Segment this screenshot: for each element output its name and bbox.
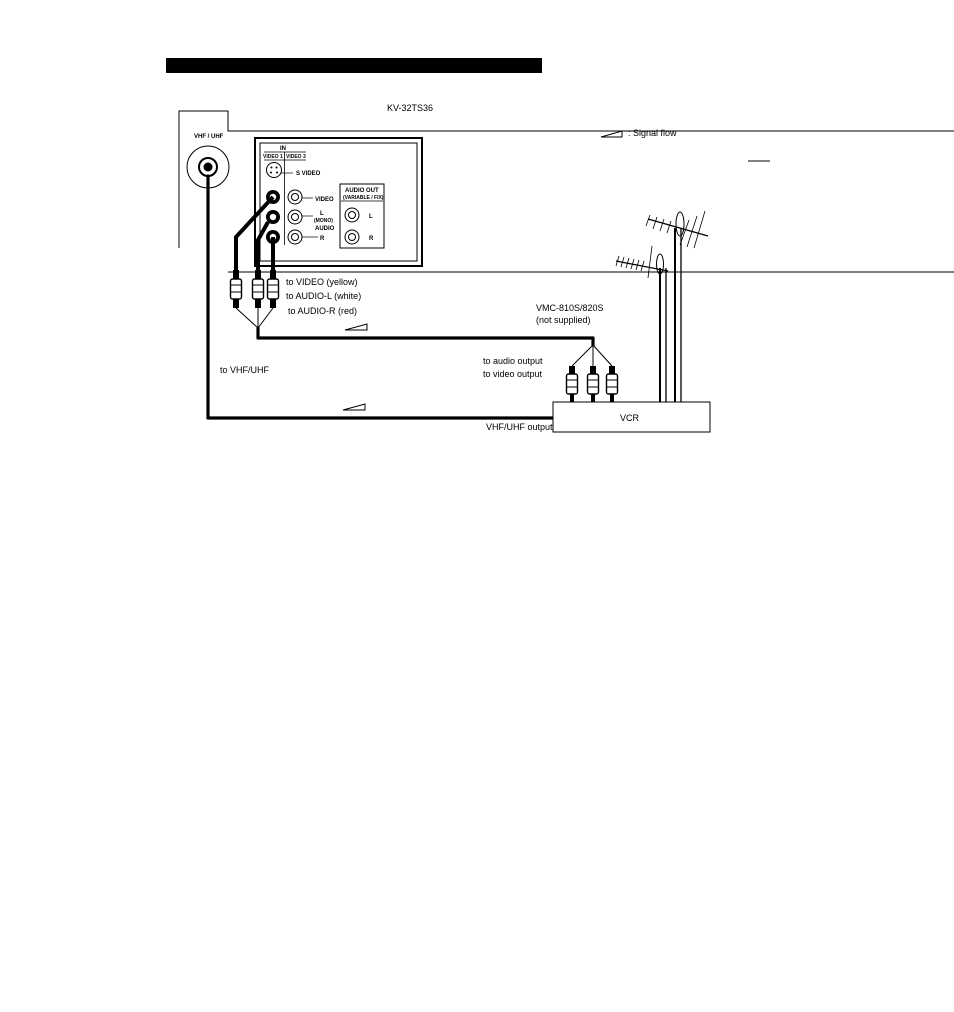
variable-fix-label: (VARIABLE / FIX) xyxy=(343,195,384,201)
vcr-rf-output-label: VHF/UHF output xyxy=(486,422,553,432)
to-vhf-uhf-label: to VHF/UHF xyxy=(220,365,270,375)
signal-flow-arrow-icon xyxy=(343,404,365,410)
s-video-label: S VIDEO xyxy=(296,171,321,177)
video1-audio-l-jack xyxy=(266,210,280,224)
video3-video-jack xyxy=(288,190,302,204)
tv-connector-panel: IN VIDEO 1 VIDEO 3 S VIDEO xyxy=(255,138,422,266)
s-video-jack xyxy=(267,163,282,178)
rca-plug-audio-l xyxy=(253,270,264,308)
vcr-plug-left xyxy=(567,366,578,402)
plug-audio-r-label: to AUDIO-R (red) xyxy=(288,306,357,316)
plug-audio-l-label: to AUDIO-L (white) xyxy=(286,291,361,301)
cable-model-label: VMC-810S/820S xyxy=(536,303,604,313)
vcr-plug-right xyxy=(607,366,618,402)
audio-out-l-label: L xyxy=(369,214,373,220)
video1-header-label: VIDEO 1 xyxy=(263,154,283,160)
vcr-audio-output-label: to audio output xyxy=(483,356,543,366)
signal-flow-arrow-icon xyxy=(345,324,367,330)
audio-jack-label: AUDIO xyxy=(315,226,335,232)
video-jack-label: VIDEO xyxy=(315,197,334,203)
signal-flow-arrow-icon xyxy=(601,131,622,137)
mono-jack-label: (MONO) xyxy=(314,218,333,224)
video3-audio-l-jack xyxy=(288,210,302,224)
audio-r-jack-label: R xyxy=(320,236,325,242)
vcr-label: VCR xyxy=(620,413,640,423)
header-bar xyxy=(166,58,542,73)
video3-header-label: VIDEO 3 xyxy=(286,154,306,160)
tv-outline xyxy=(179,111,954,248)
audio-out-r-jack xyxy=(345,230,359,244)
signal-flow-legend: : Signal flow xyxy=(601,128,677,138)
vcr-video-output-label: to video output xyxy=(483,369,543,379)
outdoor-antenna-icon xyxy=(616,211,708,402)
vhf-uhf-jack-label: VHF / UHF xyxy=(194,134,224,140)
plug-video-label: to VIDEO (yellow) xyxy=(286,277,358,287)
rca-plug-video xyxy=(231,270,242,308)
video3-audio-r-jack xyxy=(288,230,302,244)
audio-l-jack-label: L xyxy=(320,211,324,217)
audio-out-l-jack xyxy=(345,208,359,222)
audio-out-r-label: R xyxy=(369,236,374,242)
signal-flow-label: : Signal flow xyxy=(628,128,677,138)
rca-plug-audio-r xyxy=(268,270,279,308)
cable-note-label: (not supplied) xyxy=(536,315,591,325)
tv-model-label: KV-32TS36 xyxy=(387,103,433,113)
audio-out-label: AUDIO OUT xyxy=(345,188,379,194)
vcr-plug-middle xyxy=(588,366,599,402)
in-header-label: IN xyxy=(280,146,286,152)
